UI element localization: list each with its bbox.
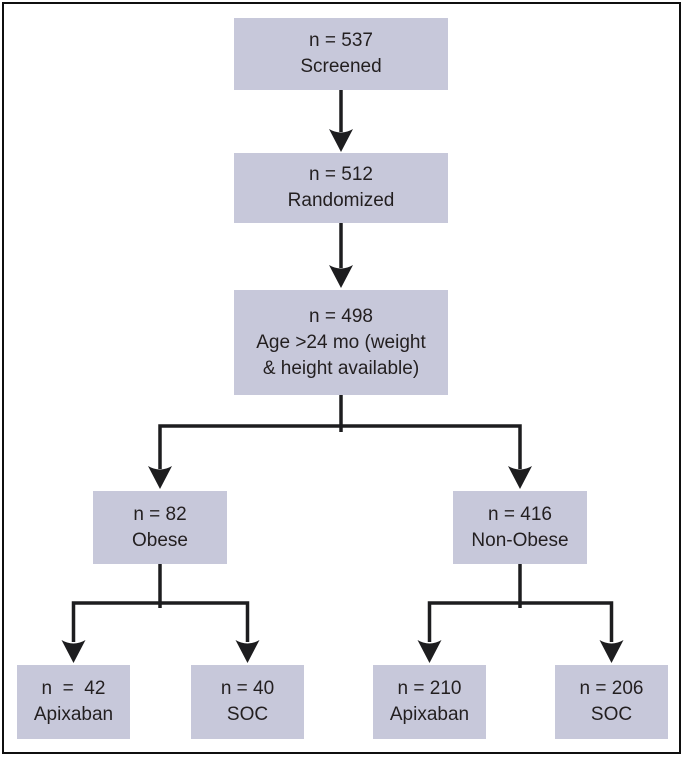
node-count: n = 537 <box>309 30 373 51</box>
node-label: Randomized <box>287 190 395 211</box>
node-count: n = 512 <box>309 164 373 185</box>
node-label: Apixaban <box>389 704 470 725</box>
edge-screened-randomized <box>329 90 353 152</box>
flow-node-obese-apixaban: n = 42 Apixaban <box>17 665 130 739</box>
node-label: Apixaban <box>33 704 114 725</box>
edge-age-eligible-split <box>148 395 532 489</box>
node-label: SOC <box>226 704 269 725</box>
node-count: n = 82 <box>133 503 187 525</box>
node-count: n = 210 <box>397 678 462 699</box>
node-label: SOC <box>590 704 633 725</box>
flow-node-age-eligible: n = 498 Age >24 mo (weight & height avai… <box>234 290 448 395</box>
flow-node-screened: n = 537 Screened <box>234 18 448 90</box>
flow-node-randomized: n = 512 Randomized <box>234 153 448 223</box>
node-label: Age >24 mo (weight <box>256 331 426 353</box>
flow-node-non-obese-soc: n = 206 SOC <box>555 665 668 739</box>
node-count: n = 42 <box>41 678 106 699</box>
flow-node-obese-soc: n = 40 SOC <box>191 665 304 739</box>
node-count: n = 40 <box>220 678 275 699</box>
node-count: n = 498 <box>309 305 373 327</box>
edge-obese-split <box>61 564 260 663</box>
edge-randomized-age-eligible <box>329 223 353 288</box>
node-label: Screened <box>300 56 382 77</box>
node-count: n = 416 <box>488 503 552 525</box>
node-label: & height available) <box>262 357 420 379</box>
edge-non-obese-split <box>417 564 624 663</box>
node-label: Obese <box>132 529 188 551</box>
flow-node-obese: n = 82 Obese <box>93 491 227 564</box>
flow-node-non-obese-apixaban: n = 210 Apixaban <box>373 665 486 739</box>
node-count: n = 206 <box>579 678 644 699</box>
flow-node-non-obese: n = 416 Non-Obese <box>453 491 587 564</box>
node-label: Non-Obese <box>471 529 569 551</box>
